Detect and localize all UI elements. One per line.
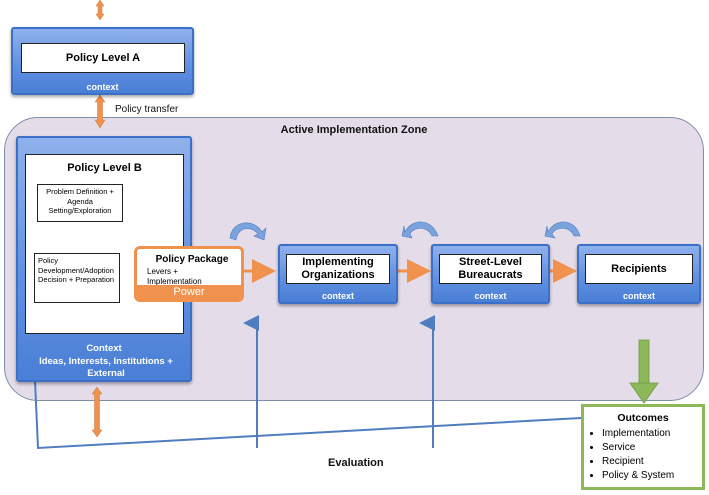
outcome-item: Policy & System: [602, 469, 702, 483]
policy-transfer-arrows: [91, 0, 106, 438]
outcomes-arrow: [629, 339, 659, 404]
evaluation-line-to-policy-b: [33, 357, 582, 450]
recipients-context: context: [622, 291, 655, 301]
outcome-item: Recipient: [602, 455, 702, 469]
problem-definition-box: Problem Definition + Agenda Setting/Expl…: [37, 184, 123, 222]
outcomes-box: Outcomes Implementation Service Recipien…: [581, 404, 705, 490]
outcomes-list: Implementation Service Recipient Policy …: [584, 427, 702, 483]
transfer-double-arrow: [94, 94, 106, 129]
implementing-organizations-context: context: [321, 291, 354, 301]
policy-development-box: Policy Development/Adoption Decision + P…: [34, 253, 120, 303]
policy-level-a-context: context: [86, 82, 119, 92]
policy-level-a-panel: Policy Level A context: [11, 27, 194, 95]
policy-transfer-label: Policy transfer: [115, 104, 179, 115]
recipients-title: Recipients: [585, 254, 693, 284]
policy-package-box: Policy Package Levers + Implementation P…: [134, 246, 244, 302]
top-double-arrow: [95, 0, 105, 21]
evaluation-feedback-lines: [32, 315, 582, 450]
recipients-panel: Recipients context: [577, 244, 701, 304]
curved-arrow-3: [544, 221, 581, 239]
policy-package-title: Policy Package: [155, 254, 229, 265]
policy-level-b-title: Policy Level B: [67, 162, 142, 174]
policy-package-subtitle: Levers + Implementation: [147, 267, 202, 286]
curved-feedback-arrows: [229, 221, 581, 241]
evaluation-label: Evaluation: [328, 457, 384, 469]
curved-arrow-2: [401, 221, 439, 239]
policy-level-b-panel: Policy Level B Problem Definition + Agen…: [16, 136, 192, 382]
street-level-bureaucrats-title: Street-Level Bureaucrats: [439, 254, 542, 284]
policy-level-a-title: Policy Level A: [21, 43, 185, 73]
street-level-bureaucrats-panel: Street-Level Bureaucrats context: [431, 244, 550, 304]
outcomes-title: Outcomes: [617, 412, 669, 424]
outcome-item: Implementation: [602, 427, 702, 441]
street-level-bureaucrats-context: context: [474, 291, 507, 301]
implementing-organizations-panel: Implementing Organizations context: [278, 244, 398, 304]
implementing-organizations-title: Implementing Organizations: [286, 254, 390, 284]
curved-arrow-1: [229, 222, 267, 241]
bottom-double-arrow: [91, 386, 103, 438]
outcome-item: Service: [602, 441, 702, 455]
zone-title: Active Implementation Zone: [280, 124, 428, 136]
power-label: Power: [137, 285, 241, 299]
policy-level-b-inner: Policy Level B Problem Definition + Agen…: [25, 154, 184, 334]
policy-level-b-context-text: Ideas, Interests, Institutions + Externa…: [39, 356, 173, 379]
policy-level-b-context-title: Context: [86, 343, 122, 354]
